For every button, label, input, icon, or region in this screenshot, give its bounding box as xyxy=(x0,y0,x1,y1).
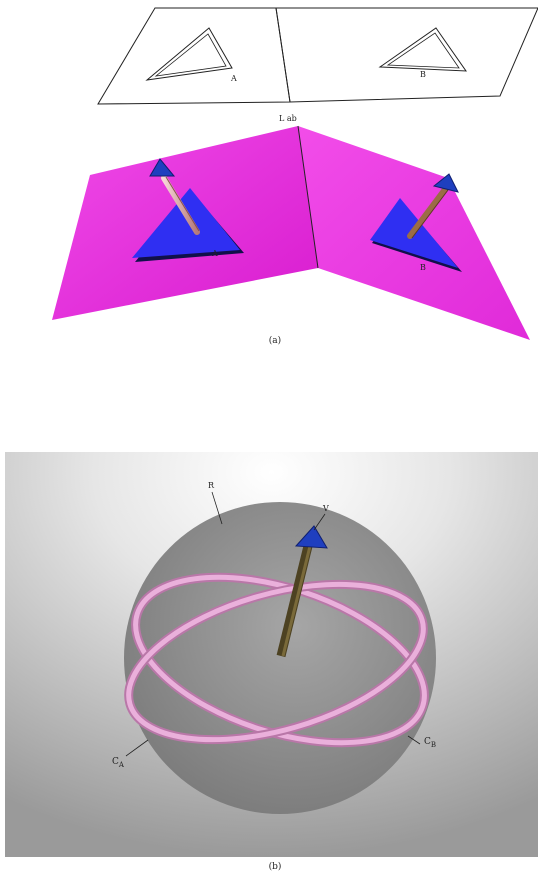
outline-triangle-b xyxy=(380,28,466,71)
sphere-r xyxy=(124,502,436,814)
outline-triangle-b-inner xyxy=(388,33,459,68)
label-cb-sub: B xyxy=(431,741,436,749)
label-v: V xyxy=(322,504,329,513)
label-b-bottom: B xyxy=(420,263,426,272)
label-r: R xyxy=(208,481,215,490)
caption-b: (b) xyxy=(260,862,290,872)
label-ca-sub: A xyxy=(118,761,125,769)
caption-a: (a) xyxy=(260,336,290,346)
label-lab: L ab xyxy=(279,114,297,123)
figure-a-top-drawing: A B L ab xyxy=(98,8,538,123)
figure-b-rendered: R V CA CB xyxy=(5,452,538,857)
label-a-top: A xyxy=(230,74,237,83)
label-a-bottom: A xyxy=(211,249,218,258)
outline-plane-right xyxy=(276,8,538,102)
label-b-top: B xyxy=(420,70,426,79)
outline-plane-left xyxy=(98,8,290,104)
figure-a-rendered: A B xyxy=(52,126,530,340)
